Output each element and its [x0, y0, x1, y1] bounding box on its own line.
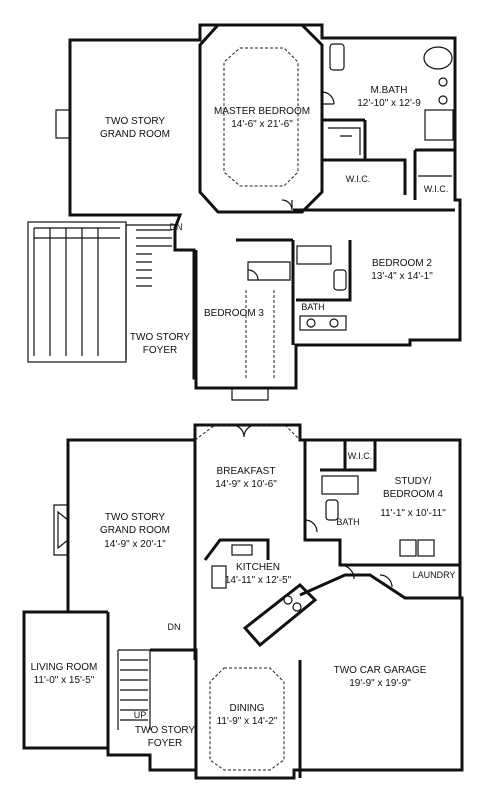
upper-foyer-label-2: FOYER	[143, 345, 177, 356]
lower-interior-walls	[68, 440, 460, 770]
bedroom3-ceiling	[245, 290, 275, 378]
dining-label: DINING	[230, 703, 265, 714]
master-sink-1	[438, 77, 448, 87]
master-bedroom-size: 14'-6" x 21'-6"	[231, 119, 293, 130]
lower-door-swings	[304, 519, 393, 588]
upper-floor: TWO STORY GRAND ROOM MASTER BEDROOM 14'-…	[27, 23, 462, 401]
breakfast-door	[231, 424, 257, 438]
upper-door-swings	[247, 91, 335, 281]
master-bedroom-tray	[223, 47, 299, 187]
breakfast-size: 14'-9" x 10'-6"	[215, 479, 277, 490]
lower-grand-room-size: 14'-9" x 20'-1"	[104, 539, 166, 550]
upper-stair	[125, 224, 176, 360]
upper-stair-dn-label: DN	[170, 222, 183, 232]
master-bath-size: 12'-10" x 12'-9	[357, 98, 421, 109]
study-bath-tub	[321, 475, 359, 495]
wic-left-shelf	[328, 127, 361, 155]
bedroom2-wall	[291, 208, 455, 345]
upper-grand-room-label-2: GRAND ROOM	[100, 129, 170, 140]
upper-bath-label: BATH	[301, 302, 324, 312]
garage-label: TWO CAR GARAGE	[334, 665, 427, 676]
master-tub	[423, 46, 453, 70]
kitchen-label: KITCHEN	[236, 562, 280, 573]
kitchen-size: 14'-11" x 12'-5"	[225, 575, 292, 586]
bath-sink-1	[306, 318, 316, 328]
kitchen-counter	[203, 538, 270, 561]
lower-wic-label: W.I.C.	[348, 451, 373, 461]
cooktop-burner-1	[283, 595, 293, 605]
study-size: 11'-1" x 10'-11"	[380, 508, 446, 519]
study-label-2: BEDROOM 4	[383, 489, 443, 500]
laundry-dryer	[417, 539, 435, 557]
bedroom3-closet	[247, 261, 291, 281]
lower-stair-dn-label: DN	[168, 622, 181, 632]
bedroom2-size: 13'-4" x 14'-1"	[371, 271, 433, 282]
bath-toilet	[333, 269, 347, 291]
bath-tub	[296, 245, 332, 265]
dining-size: 11'-9" x 14'-2"	[217, 716, 278, 727]
upper-outer-wall	[68, 23, 462, 390]
lower-fireplace	[53, 504, 69, 556]
laundry-label: LAUNDRY	[413, 570, 456, 580]
lower-outer-wall	[22, 423, 464, 780]
open-roof-hatch	[33, 227, 120, 356]
breakfast-label: BREAKFAST	[217, 466, 276, 477]
lower-floor: BREAKFAST 14'-9" x 10'-6" W.I.C. STUDY/ …	[22, 423, 464, 780]
master-bedroom-label: MASTER BEDROOM	[214, 106, 310, 117]
bedroom3-label: BEDROOM 3	[204, 308, 264, 319]
lower-stair-up-label: UP	[134, 710, 147, 720]
garage-size: 19'-9" x 19'-9"	[349, 678, 411, 689]
lower-grand-room-label-1: TWO STORY	[105, 512, 166, 523]
upper-grand-room-label-1: TWO STORY	[105, 116, 166, 127]
master-bedroom-wall	[198, 23, 324, 214]
garage-wall	[298, 573, 460, 778]
bedroom2-label: BEDROOM 2	[372, 258, 432, 269]
laundry-washer	[399, 539, 417, 557]
living-room-size: 11'-0" x 15'-5"	[34, 675, 95, 686]
wic-right-label: W.I.C.	[424, 184, 449, 194]
kitchen-sink	[231, 544, 253, 556]
upper-foyer-label-1: TWO STORY	[130, 332, 191, 343]
master-shower	[424, 109, 454, 141]
wic-left-label: W.I.C.	[346, 174, 371, 184]
master-sink-2	[438, 95, 448, 105]
lower-grand-room-label-2: GRAND ROOM	[100, 525, 170, 536]
study-bath-toilet	[325, 499, 339, 521]
living-room-label: LIVING ROOM	[31, 662, 98, 673]
lower-foyer-label-2: FOYER	[148, 738, 182, 749]
lower-stair	[117, 649, 151, 730]
study-label-1: STUDY/	[395, 476, 432, 487]
lower-bath-label: BATH	[336, 517, 359, 527]
bedroom3-bay	[231, 388, 269, 401]
dining-tray	[209, 667, 285, 771]
bedroom3-wall	[194, 238, 293, 388]
kitchen-range	[211, 565, 227, 589]
bath-sink-2	[329, 318, 339, 328]
master-toilet	[329, 43, 345, 71]
master-bath-label: M.BATH	[370, 85, 407, 96]
master-bath-wall	[322, 118, 455, 200]
cooktop-burner-2	[292, 602, 302, 612]
upper-fireplace	[55, 109, 71, 139]
open-roof-area	[27, 221, 127, 363]
lower-foyer-label-1: TWO STORY	[135, 725, 196, 736]
kitchen-peninsula	[242, 583, 318, 648]
breakfast-bay	[194, 424, 301, 441]
